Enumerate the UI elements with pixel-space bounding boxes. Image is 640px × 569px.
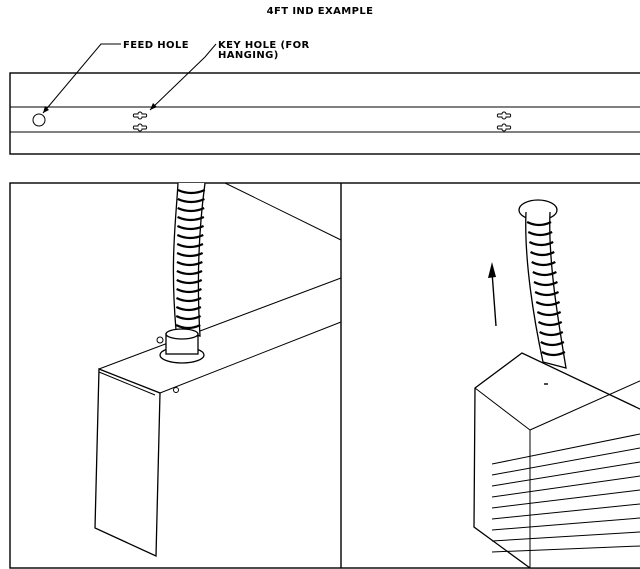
conduit-coil [176, 251, 204, 258]
feed-hole-arrowhead [43, 106, 49, 113]
lens-fin [491, 475, 640, 498]
conduit-coil [526, 221, 552, 227]
detail-panels-frame [9, 182, 640, 569]
conduit-coil [539, 331, 564, 337]
conduit-coil [177, 188, 206, 195]
conduit-coil [533, 281, 558, 287]
pull-direction-line [491, 271, 497, 327]
conduit-coil [176, 233, 204, 240]
feed-hole-label: FEED HOLE [123, 40, 189, 51]
lens-fin [491, 489, 640, 509]
key-hole-label-line1: KEY HOLE (FOR [218, 40, 310, 51]
fixture-outline [9, 72, 640, 155]
conduit-coil [531, 261, 556, 267]
key-hole-slot [496, 111, 512, 120]
lens-fin [491, 517, 640, 531]
conduit-coil [176, 278, 203, 285]
conduit-coil [536, 311, 562, 317]
conduit-coil [527, 231, 553, 237]
key-hole-slot [496, 123, 512, 132]
conduit-coil [177, 206, 205, 213]
drawing-title: 4FT IND EXAMPLE [266, 6, 374, 17]
conduit-coil [176, 287, 202, 294]
key-hole-set-right [496, 111, 512, 132]
conduit-coil [177, 197, 205, 204]
conduit-coil [176, 260, 203, 267]
conduit-coil [176, 242, 204, 249]
conduit-coils [526, 221, 566, 357]
fixture-top-view [9, 43, 640, 155]
conduit-coil [528, 241, 554, 247]
conduit-coil [530, 251, 555, 257]
conduit-coil [540, 341, 565, 347]
key-hole-label-line2: HANGING) [218, 50, 279, 61]
pull-direction-arrowhead [488, 262, 496, 278]
feed-hole-leader [42, 43, 121, 114]
conduit-coil [175, 306, 202, 312]
flex-conduit [172, 182, 206, 337]
lens-fin [491, 433, 640, 465]
lens-fin [491, 503, 640, 520]
key-hole-set-left [132, 111, 148, 132]
flex-conduit [525, 211, 567, 369]
fixture-end-face [94, 368, 161, 558]
conduit-fitting-top [165, 328, 199, 340]
conduit-coil [176, 224, 205, 231]
left-detail-view [94, 182, 342, 558]
fixture-lens-fins [491, 433, 640, 553]
fixture-far-edge [224, 182, 342, 241]
conduit-coil [175, 296, 202, 303]
key-hole-leader [149, 43, 217, 111]
conduit-coil [177, 215, 205, 222]
right-detail-view [473, 199, 640, 569]
fixture-top-left-edge [98, 277, 342, 370]
fitting-screw [156, 336, 164, 344]
fixture-end-lip [98, 371, 156, 396]
conduit-coil [534, 291, 560, 297]
key-hole-slot [132, 111, 148, 120]
fixture-screw [173, 387, 179, 393]
fixture-body [473, 352, 640, 569]
conduit-coil [535, 301, 561, 307]
conduit-coil [176, 269, 203, 276]
feed-hole-circle [32, 113, 46, 127]
conduit-coil [175, 315, 202, 321]
lens-fin [491, 531, 640, 542]
key-hole-arrowhead [150, 103, 157, 110]
key-hole-slot [132, 123, 148, 132]
fixture-front-edge [474, 387, 531, 431]
fixture-top-edge [529, 380, 640, 431]
conduit-coil [532, 271, 557, 277]
conduit-coil [537, 321, 563, 327]
lens-fin [491, 545, 640, 553]
fixture-top-right-edge [159, 321, 342, 394]
lens-fin [491, 447, 640, 476]
conduit-coils [175, 188, 206, 330]
lens-fin [491, 461, 640, 487]
conduit-coil [175, 324, 201, 330]
conduit-coil [541, 351, 566, 357]
